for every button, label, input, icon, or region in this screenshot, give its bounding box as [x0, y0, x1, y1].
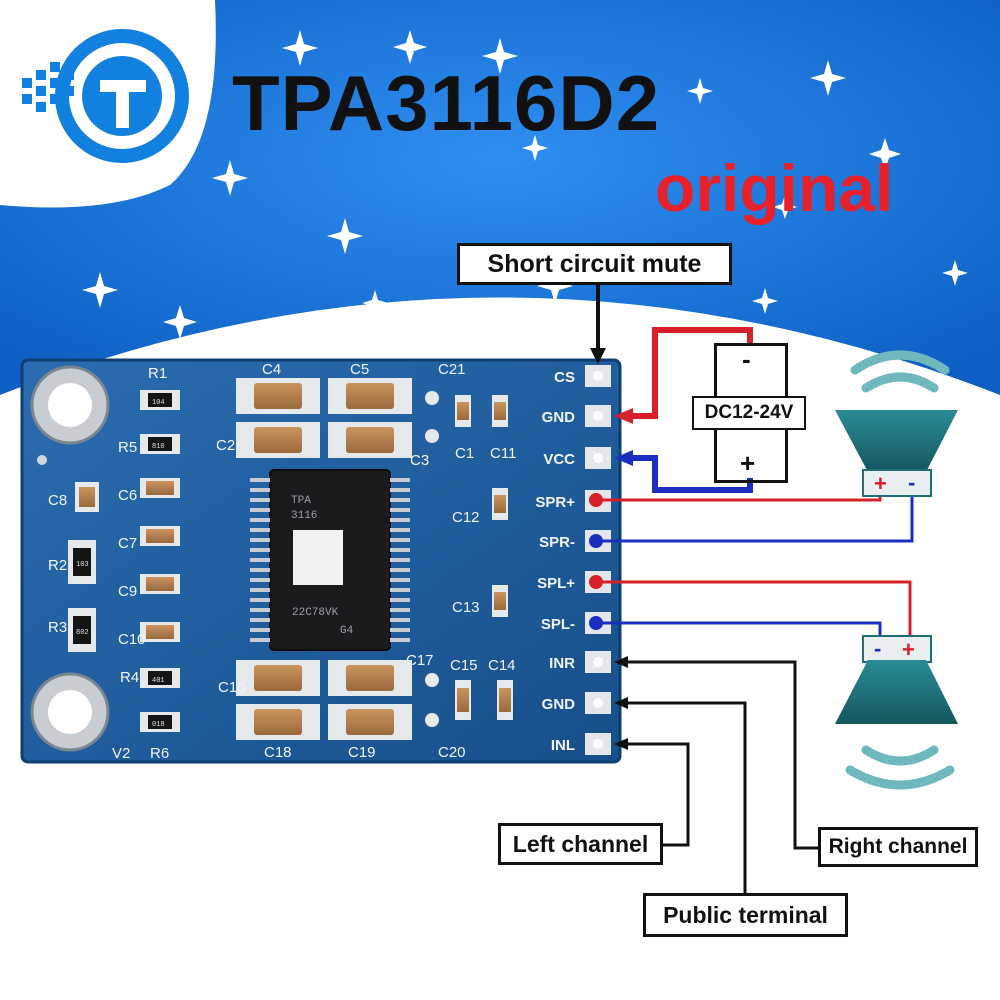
- brand-logo-icon: [0, 0, 216, 208]
- pin-header: [585, 365, 611, 755]
- resistor-code: 810: [152, 443, 165, 451]
- speaker-left-plus: +: [902, 637, 915, 662]
- pin-label-gnd-2: GND: [542, 696, 576, 713]
- pin-label-spr-plus: SPR+: [535, 494, 575, 511]
- silk-label: C18: [264, 744, 292, 761]
- silk-label: C5: [350, 361, 369, 378]
- silk-label: C4: [262, 361, 281, 378]
- chip-thermal-pad: [293, 530, 343, 585]
- silk-label: C13: [452, 599, 480, 616]
- pin-label-vcc: VCC: [543, 451, 575, 468]
- silk-label: C16: [218, 679, 246, 696]
- speaker-left-icon: [835, 635, 958, 790]
- silk-label: R4: [120, 669, 139, 686]
- speaker-right-icon: [835, 350, 958, 497]
- inductor-capacitors: [236, 378, 412, 740]
- wiring: [589, 285, 914, 893]
- silk-label: C21: [438, 361, 466, 378]
- callout-left-channel: Left channel: [498, 823, 663, 865]
- silk-label: R6: [150, 745, 169, 762]
- pin-label-gnd: GND: [542, 409, 576, 426]
- original-badge: original: [655, 151, 894, 225]
- speaker-left-minus: -: [874, 636, 881, 661]
- silk-label: C9: [118, 583, 137, 600]
- product-title: TPA3116D2: [232, 59, 661, 147]
- silk-label: R1: [148, 365, 167, 382]
- silk-label: R5: [118, 439, 137, 456]
- silk-label: R2: [48, 557, 67, 574]
- chip-marking: TPA: [291, 495, 311, 507]
- silk-label: R3: [48, 619, 67, 636]
- silk-label: C3: [410, 452, 429, 469]
- speaker-right-minus: -: [908, 470, 915, 495]
- silk-label: C20: [438, 744, 466, 761]
- resistor-code: 401: [152, 677, 165, 685]
- pcb-board: TPA 3116 22C78VK G4: [20, 358, 622, 764]
- chip-marking: 22C78VK: [292, 607, 339, 619]
- supply-minus-sign: -: [742, 344, 751, 374]
- silk-label: C1: [455, 445, 474, 462]
- pin-label-inr: INR: [549, 655, 575, 672]
- callout-short-circuit-mute: Short circuit mute: [457, 243, 732, 285]
- sparkle-icon: [82, 30, 968, 341]
- resistor-code: 103: [76, 561, 89, 569]
- sky-background: [0, 0, 1000, 395]
- silk-label: C8: [48, 492, 67, 509]
- silk-label: C12: [452, 509, 480, 526]
- callout-public-terminal: Public terminal: [643, 893, 848, 937]
- pin-label-spr-minus: SPR-: [539, 534, 575, 551]
- pin-label-spl-plus: SPL+: [537, 575, 575, 592]
- supply-voltage-label: DC12-24V: [692, 396, 806, 430]
- silk-label: C17: [406, 652, 434, 669]
- silk-label: C11: [490, 445, 516, 462]
- chip-marking: 3116: [291, 510, 317, 522]
- pin-label-cs: CS: [554, 369, 575, 386]
- chip-marking: G4: [340, 625, 354, 637]
- silk-label: C10: [118, 631, 146, 648]
- silk-label: C19: [348, 744, 376, 761]
- callout-right-channel: Right channel: [818, 827, 978, 867]
- supply-plus-sign: +: [740, 448, 756, 478]
- pin-label-inl: INL: [551, 737, 575, 754]
- silk-label: C6: [118, 487, 137, 504]
- silk-label: C14: [488, 657, 516, 674]
- silk-label: V2: [112, 745, 130, 762]
- resistors: [68, 390, 180, 732]
- silk-label: C15: [450, 657, 478, 674]
- silk-label: C2: [216, 437, 235, 454]
- resistor-code: 018: [152, 721, 165, 729]
- silk-label: C7: [118, 535, 137, 552]
- small-capacitors: [75, 395, 513, 720]
- pin-label-spl-minus: SPL-: [541, 616, 575, 633]
- resistor-code: 802: [76, 629, 89, 637]
- speaker-right-plus: +: [874, 471, 887, 496]
- resistor-code: 104: [152, 399, 165, 407]
